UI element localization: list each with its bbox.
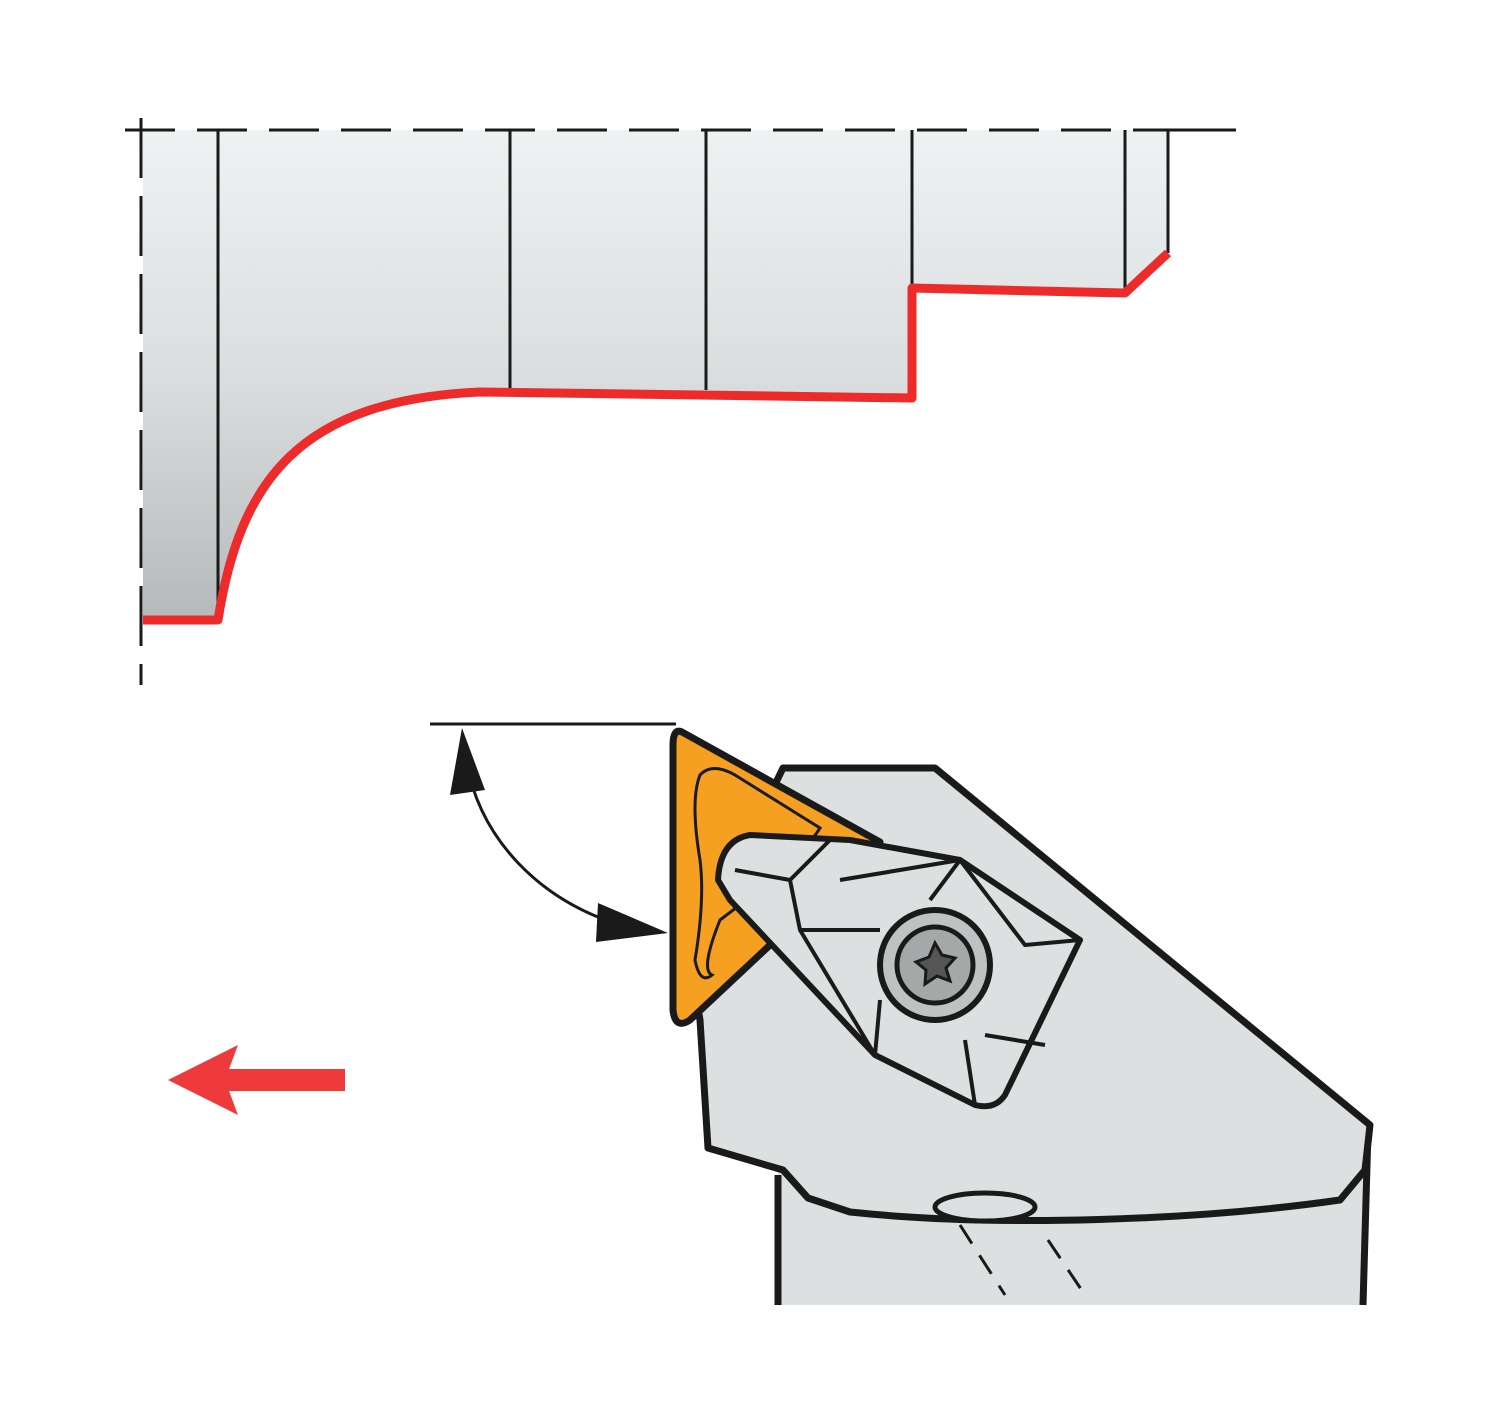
machined-profile — [143, 249, 1172, 625]
arrowhead-icon — [596, 903, 668, 942]
arrow-left-icon — [168, 1045, 345, 1115]
workpiece-body — [143, 130, 1168, 620]
workpiece — [125, 118, 1236, 685]
insert-chipbreaker — [693, 767, 823, 980]
entering-angle-indicator — [430, 722, 676, 942]
pass-lines — [216, 130, 1170, 612]
torx-screw-icon — [877, 907, 993, 1023]
coolant-hole — [932, 1190, 1038, 1224]
arrowhead-icon — [450, 728, 485, 795]
